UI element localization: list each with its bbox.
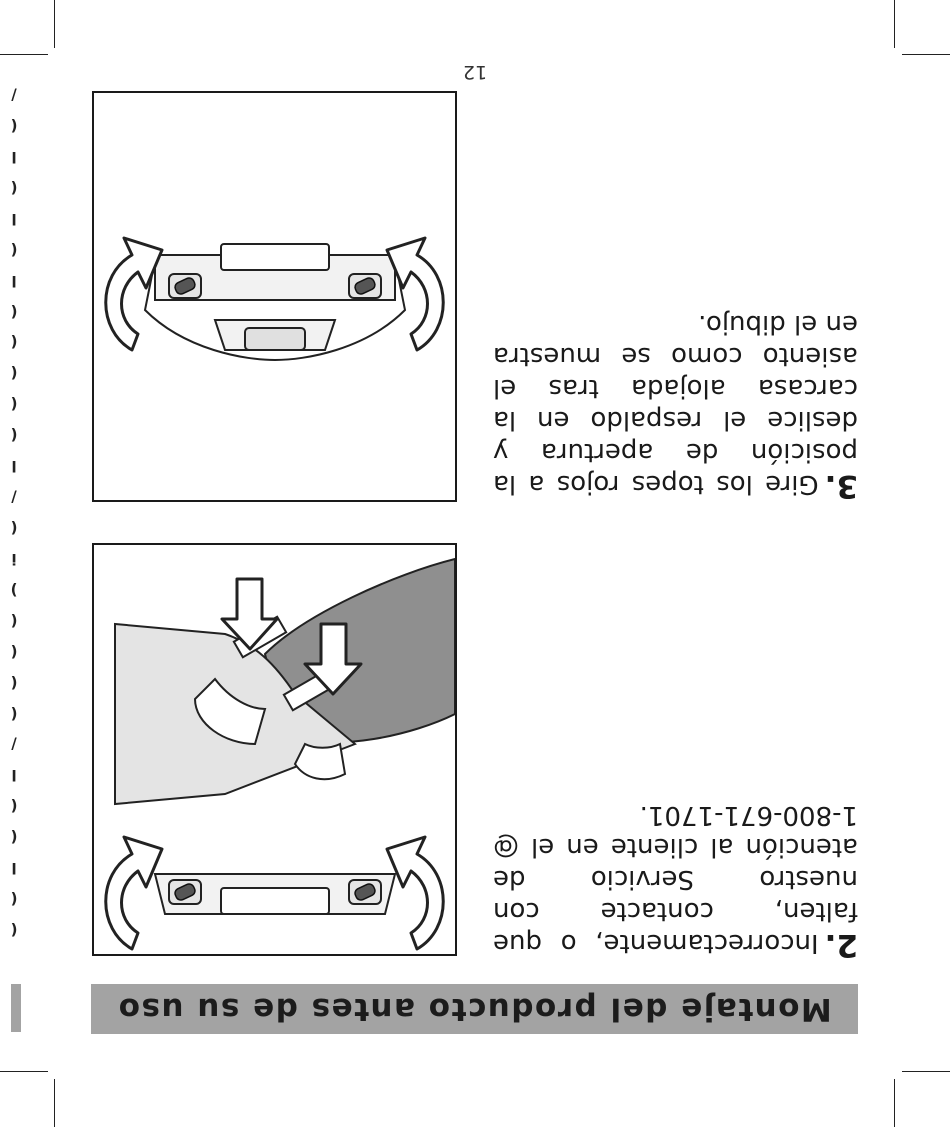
arrow-down-icon — [220, 577, 279, 651]
spine-mark: l — [11, 209, 17, 228]
spine-mark: ( — [10, 117, 18, 136]
spine-mark: l — [11, 147, 17, 166]
arrow-down-icon — [303, 622, 363, 696]
spine-mark: ( — [10, 797, 18, 816]
spine-mark: l — [11, 457, 17, 476]
step-number: 3. — [824, 468, 858, 504]
spine-text: ( ( l ( ( l / ( ( ( () i ( / l ( ( ( ( ( l ( l ( l ( / — [7, 86, 21, 939]
seat-shell — [114, 557, 455, 806]
spine-mark: / — [11, 86, 17, 105]
page-number: 12 — [462, 61, 488, 83]
spine-mark: ( — [10, 673, 18, 692]
figure-step-2 — [92, 543, 457, 956]
step-number: 2. — [824, 927, 858, 963]
spine-mark: i — [11, 549, 17, 568]
crop-mark — [0, 1071, 48, 1072]
spine-mark: ( — [10, 178, 18, 197]
seat-illustration — [104, 236, 445, 362]
crop-mark — [54, 0, 55, 48]
rotate-arrow-left-icon — [385, 835, 445, 951]
spine-mark: l — [11, 271, 17, 290]
crop-mark — [894, 0, 895, 48]
spine-mark: ( — [10, 240, 18, 259]
spine-mark: l — [11, 766, 17, 785]
step-2: 2.Incorrectamente, o que falten, contact… — [493, 799, 858, 963]
red-stop-right — [168, 273, 202, 299]
spine-mark: ( — [10, 704, 18, 723]
spine-mark: ( — [10, 519, 18, 538]
spine-mark: ( — [10, 828, 18, 847]
spine-mark: ( — [10, 611, 18, 630]
crop-mark — [0, 54, 48, 55]
spine-mark: l — [11, 859, 17, 878]
section-title-bar: Montaje del producto antes de su uso — [91, 984, 858, 1034]
section-title: Montaje del producto antes de su uso — [117, 991, 832, 1027]
crop-mark — [894, 1079, 895, 1127]
spine-mark: ) — [10, 580, 18, 599]
spine-mark: ( — [10, 642, 18, 661]
spine-mark: / — [11, 488, 17, 507]
figure-step-3 — [92, 91, 457, 502]
side-tab — [11, 984, 21, 1032]
spine-mark: ( — [10, 333, 18, 352]
crop-mark — [902, 54, 950, 55]
step-3: 3.Gire los topes rojos a la posición de … — [493, 308, 858, 504]
seat-base-top — [143, 243, 407, 362]
spine-mark: ( — [10, 921, 18, 939]
spine-mark: ( — [10, 395, 18, 414]
crop-mark — [54, 1079, 55, 1127]
red-stop-left — [348, 879, 382, 905]
rotate-arrow-right-icon — [104, 835, 164, 951]
spine-mark: / — [11, 735, 17, 754]
spine-mark: ( — [10, 426, 18, 445]
crop-mark — [902, 1071, 950, 1072]
spine-mark: ( — [10, 302, 18, 321]
spine-mark: ( — [10, 364, 18, 383]
step-text: Incorrectamente, o que falten, contacte … — [493, 800, 858, 958]
seat-base-top — [153, 873, 397, 915]
red-stop-right — [168, 879, 202, 905]
spine-mark: ( — [10, 890, 18, 909]
red-stop-left — [348, 273, 382, 299]
step-text: Gire los topes rojos a la posición de ap… — [493, 309, 858, 499]
seat-illustration — [104, 557, 455, 951]
